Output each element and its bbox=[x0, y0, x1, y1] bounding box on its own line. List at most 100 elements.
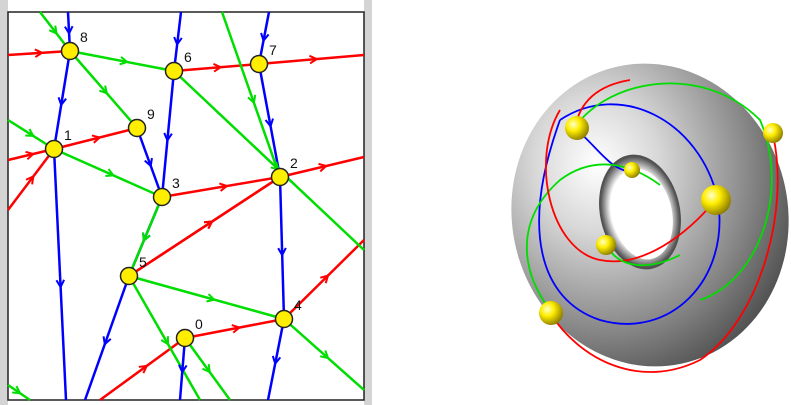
edge-8-6-green bbox=[69, 49, 175, 73]
node-1 bbox=[44, 139, 64, 159]
edge-8-9-green-arrow bbox=[99, 85, 109, 95]
node-2 bbox=[270, 167, 290, 187]
node-label-8: 8 bbox=[80, 29, 88, 45]
edge-3-2-red bbox=[161, 175, 281, 199]
edge-8-6-green-arrow bbox=[119, 56, 130, 66]
node-9 bbox=[127, 118, 147, 138]
edge-2-4-blue-arrow bbox=[277, 247, 287, 258]
wrap-edge-1-red-arrow bbox=[309, 54, 319, 65]
node-label-4: 4 bbox=[294, 297, 302, 313]
edge-2-4-blue bbox=[278, 176, 286, 320]
node-layer: 0 1 2 3 4 5 6 7 8 9 bbox=[44, 29, 302, 348]
torus-node-0 bbox=[565, 116, 589, 140]
planar-graph-panel: 0 1 2 3 4 5 6 7 8 9 bbox=[0, 0, 372, 405]
torus-panel bbox=[511, 63, 789, 373]
wrap-edge-11-green-arrow bbox=[319, 350, 330, 360]
wrap-edge-19-blue-arrow bbox=[55, 279, 65, 290]
edge-0-4-red bbox=[184, 317, 285, 340]
wrap-edge-8-green-arrow bbox=[48, 25, 58, 36]
wrap-edge-14-green-arrow bbox=[160, 336, 170, 347]
edge-6-3-blue-arrow bbox=[163, 132, 173, 143]
torus-curve-0-blue bbox=[538, 103, 721, 325]
edge-3-5-green-arrow bbox=[142, 232, 151, 243]
edge-layer bbox=[7, 11, 365, 402]
wrap-edge-10-green-arrow bbox=[247, 94, 257, 105]
wrap-edge-14-green bbox=[127, 275, 202, 401]
node-label-6: 6 bbox=[184, 49, 192, 65]
wrap-edge-5-red-arrow bbox=[320, 274, 330, 284]
wrap-edge-22-blue bbox=[266, 318, 286, 401]
torus-curve-2-green bbox=[569, 82, 773, 301]
wrap-edge-1-red bbox=[258, 53, 365, 66]
edge-1-9-red bbox=[53, 126, 138, 151]
edge-0-4-red-arrow bbox=[231, 324, 242, 334]
wrap-edge-7-red-arrow bbox=[203, 220, 214, 230]
wrap-edge-19-blue bbox=[52, 148, 68, 401]
torus-hole-inner bbox=[611, 168, 673, 260]
edge-7-2-blue bbox=[257, 63, 282, 178]
torus-node-2 bbox=[624, 162, 640, 178]
wrap-edge-21-blue bbox=[178, 337, 187, 401]
node-8 bbox=[60, 41, 80, 61]
wrap-edge-17-blue-arrow bbox=[173, 36, 183, 47]
wrap-edge-11-green bbox=[283, 318, 365, 391]
torus-node-3 bbox=[701, 185, 731, 215]
node-5 bbox=[119, 266, 139, 286]
edge-5-4-green-arrow bbox=[206, 293, 217, 303]
node-label-9: 9 bbox=[147, 106, 155, 122]
edge-8-1-blue-arrow bbox=[57, 97, 67, 107]
wrap-edge-9-green-arrow bbox=[25, 128, 36, 138]
edge-6-3-blue bbox=[160, 70, 176, 198]
node-label-1: 1 bbox=[64, 127, 72, 143]
node-label-3: 3 bbox=[172, 175, 180, 191]
edge-5-4-green bbox=[128, 274, 285, 321]
wrap-edge-18-blue-arrow bbox=[260, 32, 270, 43]
wrap-edge-0-red-arrow bbox=[34, 48, 45, 58]
node-label-5: 5 bbox=[139, 254, 147, 270]
node-7 bbox=[249, 54, 269, 74]
edge-1-3-green-arrow bbox=[105, 168, 116, 178]
edge-1-9-red-arrow bbox=[91, 134, 102, 144]
wrap-edge-3-red-arrow bbox=[318, 162, 329, 173]
wrap-edge-22-blue-arrow bbox=[271, 355, 282, 366]
node-4 bbox=[274, 309, 294, 329]
wrap-edge-4-red bbox=[7, 148, 55, 211]
wrap-edge-10-green bbox=[220, 11, 282, 178]
torus-curve-5-red bbox=[549, 134, 779, 373]
torus-nodes bbox=[539, 116, 783, 325]
edge-1-3-green bbox=[53, 147, 163, 199]
edge-8-1-blue bbox=[52, 50, 72, 150]
wrap-edge-2-red-arrow bbox=[25, 150, 36, 161]
wrap-edge-17-blue bbox=[172, 11, 183, 72]
edge-3-5-green bbox=[127, 196, 164, 277]
node-label-2: 2 bbox=[290, 155, 298, 171]
torus-node-1 bbox=[763, 123, 783, 143]
edge-6-7-red-arrow bbox=[213, 62, 223, 73]
wrap-edge-6-red-arrow bbox=[138, 364, 149, 374]
wrap-edge-20-blue-arrow bbox=[102, 336, 112, 347]
edge-9-3-blue-arrow bbox=[144, 157, 153, 168]
node-6 bbox=[164, 61, 184, 81]
torus-node-4 bbox=[596, 235, 616, 255]
panel-frame-right bbox=[364, 0, 372, 405]
wrap-edge-21-blue-arrow bbox=[178, 364, 188, 375]
node-0 bbox=[175, 328, 195, 348]
panel-frame-left bbox=[0, 0, 8, 405]
wrap-edge-5-red bbox=[283, 239, 365, 320]
wrap-edge-15-green-arrow bbox=[12, 385, 22, 395]
wrap-edge-0-red bbox=[7, 49, 71, 57]
edge-9-3-blue bbox=[135, 127, 164, 198]
wrap-edge-3-red bbox=[279, 155, 365, 179]
node-label-7: 7 bbox=[269, 42, 277, 58]
wrap-edge-12-green-arrow bbox=[202, 364, 211, 374]
node-3 bbox=[152, 187, 172, 207]
edge-3-2-red-arrow bbox=[219, 182, 229, 192]
node-label-0: 0 bbox=[195, 316, 203, 332]
torus-curve-4-red bbox=[545, 109, 716, 263]
wrap-edge-4-red-arrow bbox=[25, 174, 35, 185]
wrap-edge-12-green bbox=[183, 337, 232, 401]
edge-6-7-red bbox=[173, 62, 260, 73]
wrap-edge-16-blue-arrow bbox=[64, 25, 74, 36]
wrap-edge-20-blue bbox=[83, 275, 131, 401]
